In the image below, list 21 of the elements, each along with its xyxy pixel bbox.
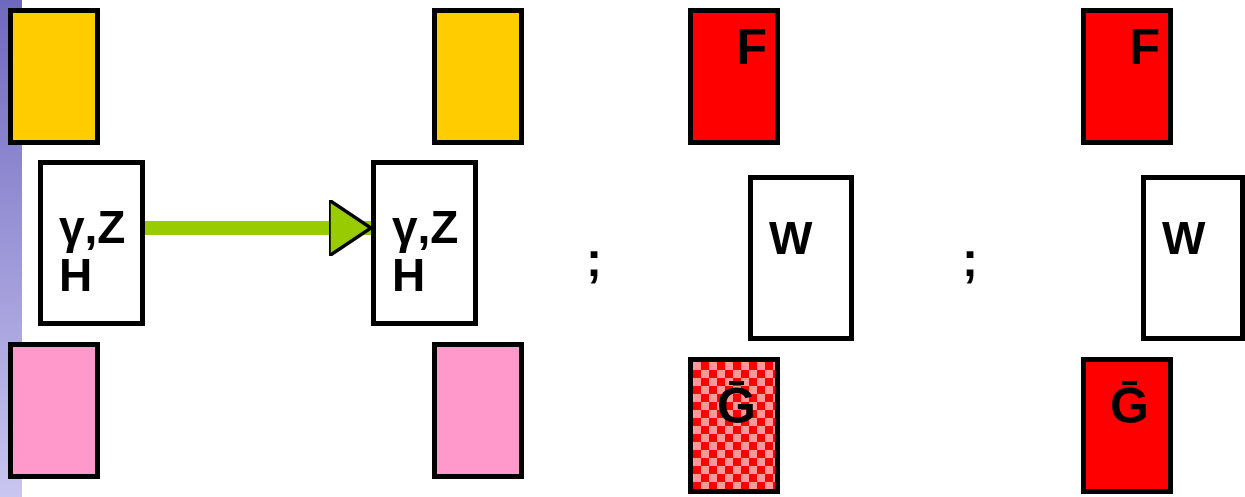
separator-text: ; — [586, 232, 602, 287]
particle-box — [748, 175, 854, 341]
particle-box — [1141, 175, 1245, 341]
separator-text: ; — [962, 232, 978, 287]
particle-label: W — [769, 214, 813, 263]
particle-box — [1081, 357, 1173, 494]
particle-label: F — [736, 21, 767, 74]
particle-label: F — [1129, 21, 1160, 74]
particle-box — [688, 8, 780, 145]
empty-box — [8, 8, 100, 145]
particle-label: γ,Z H — [59, 203, 127, 300]
empty-box — [432, 342, 524, 479]
particle-box — [371, 160, 478, 326]
particle-label: γ,Z H — [392, 203, 460, 300]
particle-label: Ḡ — [1110, 380, 1149, 433]
empty-box — [432, 8, 524, 145]
empty-box — [8, 342, 100, 479]
particle-box — [38, 160, 145, 326]
particle-box — [1081, 8, 1173, 145]
particle-label: W — [1162, 214, 1206, 263]
arrow — [145, 198, 373, 258]
